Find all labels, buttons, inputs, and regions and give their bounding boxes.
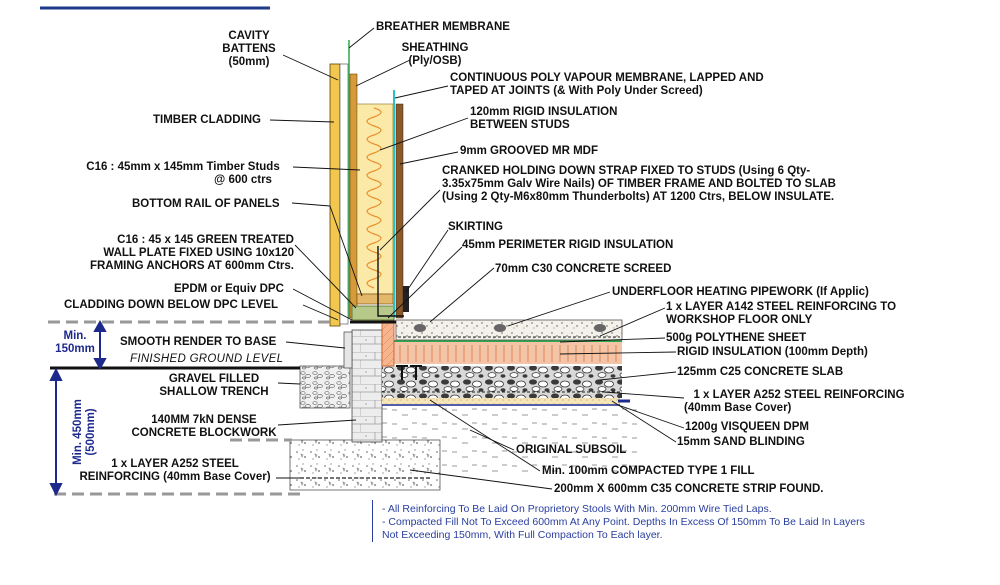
label-line: 140MM 7kN DENSE [151, 414, 257, 426]
render-base [343, 331, 353, 369]
label-line: Min. [63, 330, 87, 342]
label-a252-foundation: 1 x LAYER A252 STEEL REINFORCING (40mm B… [74, 458, 276, 484]
leader-lines [269, 27, 685, 490]
label-line: (40mm Base Cover) [684, 402, 792, 414]
ufh-pipe [594, 324, 606, 332]
label-line: @ 600 ctrs [214, 174, 272, 186]
label-line: (Using 2 Qty-M6x80mm Thunderbolts) AT 12… [442, 191, 835, 203]
label-vapour-membrane: CONTINUOUS POLY VAPOUR MEMBRANE, LAPPED … [450, 72, 764, 98]
label-line: 1 x LAYER A252 STEEL REINFORCING [693, 389, 905, 401]
label-line: FRAMING ANCHORS AT 600mm Ctrs. [89, 260, 294, 272]
label-line: CONCRETE BLOCKWORK [131, 427, 277, 439]
label-line: REINFORCING (40mm Base Cover) [79, 471, 271, 483]
type1-fill [382, 366, 622, 398]
label-finished-ground-level: FINISHED GROUND LEVEL [130, 353, 284, 365]
label-strip-foundation: 200mm X 600mm C35 CONCRETE STRIP FOUND. [554, 483, 824, 495]
concrete-screed [395, 319, 623, 341]
label-line: GRAVEL FILLED [168, 373, 260, 385]
label-bottom-rail: BOTTOM RAIL OF PANELS [132, 198, 280, 210]
label-line: CRANKED HOLDING DOWN STRAP FIXED TO STUD… [442, 165, 811, 177]
label-line: CAVITY [228, 30, 270, 42]
label-sheathing: SHEATHING (Ply/OSB) [395, 42, 475, 68]
stud-insulation [356, 103, 394, 295]
label-screed: 70mm C30 CONCRETE SCREED [495, 263, 672, 275]
dimension-450-label: Min. 450mm (500mm) [72, 384, 106, 480]
label-line: C16 : 45 x 145 GREEN TREATED [117, 234, 294, 246]
label-a252-slab: 1 x LAYER A252 STEEL REINFORCING (40mm B… [684, 389, 914, 415]
label-sand-blinding: 15mm SAND BLINDING [677, 436, 805, 448]
label-epdm-dpc: EPDM or Equiv DPC [174, 283, 284, 295]
note-line: Not Exceeding 150mm, With Full Compactio… [382, 529, 663, 541]
label-line: Min. 450mm [72, 399, 84, 465]
label-timber-cladding: TIMBER CLADDING [153, 114, 261, 126]
label-type1-fill: Min. 100mm COMPACTED TYPE 1 FILL [542, 465, 755, 477]
label-line: WALL PLATE FIXED USING 10x120 [103, 247, 294, 259]
label-polythene: 500g POLYTHENE SHEET [666, 332, 807, 344]
label-line: C16 : 45mm x 145mm Timber Studs [86, 161, 280, 173]
label-studs: C16 : 45mm x 145mm Timber Studs @ 600 ct… [72, 161, 294, 187]
note-line: - Compacted Fill Not To Exceed 600mm At … [382, 516, 865, 528]
label-blockwork: 140MM 7kN DENSE CONCRETE BLOCKWORK [130, 414, 278, 440]
label-wall-plate: C16 : 45 x 145 GREEN TREATED WALL PLATE … [70, 234, 294, 273]
holding-down-strap [377, 246, 404, 317]
strip-foundation [289, 439, 441, 491]
label-mdf: 9mm GROOVED MR MDF [460, 145, 599, 157]
label-rigid-100: RIGID INSULATION (100mm Depth) [677, 346, 868, 358]
label-line: WORKSHOP FLOOR ONLY [666, 314, 813, 326]
dimension-150-label: Min. 150mm [52, 330, 98, 356]
label-a142: 1 x LAYER A142 STEEL REINFORCING TO WORK… [666, 301, 896, 327]
ufh-pipe [414, 324, 426, 332]
note-line: - All Reinforcing To Be Laid On Propriet… [382, 503, 772, 515]
label-perimeter-insulation: 45mm PERIMETER RIGID INSULATION [462, 239, 674, 251]
label-holding-down-strap: CRANKED HOLDING DOWN STRAP FIXED TO STUD… [442, 165, 836, 204]
dimension-450 [49, 367, 63, 497]
label-line: (Ply/OSB) [408, 55, 462, 67]
perimeter-insulation [381, 317, 395, 367]
label-subsoil: ORIGINAL SUBSOIL [516, 444, 627, 456]
insulation-squiggle [366, 107, 382, 289]
wall-plate [351, 305, 395, 321]
label-line: 150mm [55, 343, 95, 355]
ufh-pipe [494, 324, 506, 332]
label-cladding-dpc: CLADDING DOWN BELOW DPC LEVEL [64, 299, 279, 311]
notes-block: - All Reinforcing To Be Laid On Propriet… [382, 503, 865, 542]
skirting [403, 286, 409, 312]
label-line: (50mm) [228, 56, 270, 68]
bottom-rail [356, 293, 394, 305]
label-line: SHEATHING [401, 42, 469, 54]
cavity-battens [339, 63, 349, 325]
label-skirting: SKIRTING [448, 221, 503, 233]
label-render: SMOOTH RENDER TO BASE [120, 336, 277, 348]
label-slab: 125mm C25 CONCRETE SLAB [677, 366, 844, 378]
label-breather-membrane: BREATHER MEMBRANE [376, 21, 510, 33]
label-visqueen: 1200g VISQUEEN DPM [685, 421, 809, 433]
label-line: 1 x LAYER A252 STEEL [111, 458, 239, 470]
label-line: 1 x LAYER A142 STEEL REINFORCING TO [666, 301, 897, 313]
sand-blinding [382, 398, 620, 404]
sheathing [349, 73, 358, 319]
label-line: SHALLOW TRENCH [159, 386, 269, 398]
label-gravel-trench: GRAVEL FILLED SHALLOW TRENCH [150, 373, 278, 399]
mdf-board [395, 103, 404, 319]
notes-rule [372, 500, 373, 542]
label-line: (500mm) [85, 408, 97, 456]
blockwork [351, 329, 383, 443]
label-line: BETWEEN STUDS [470, 119, 570, 131]
label-line: CONTINUOUS POLY VAPOUR MEMBRANE, LAPPED … [450, 72, 764, 84]
label-cavity-battens: CAVITY BATTENS (50mm) [214, 30, 284, 69]
gravel-trench [299, 365, 351, 409]
label-line: 120mm RIGID INSULATION [470, 106, 618, 118]
label-line: BATTENS [222, 43, 276, 55]
rigid-insulation-hatch [391, 345, 617, 362]
label-line: TAPED AT JOINTS (& With Poly Under Scree… [450, 85, 703, 97]
dimension-150 [93, 319, 107, 371]
label-rigid-insulation: 120mm RIGID INSULATION BETWEEN STUDS [470, 106, 617, 132]
thunderbolt-icon [396, 365, 422, 380]
label-ufh-pipework: UNDERFLOOR HEATING PIPEWORK (If Applic) [612, 286, 869, 298]
label-line: 3.35x75mm Galv Wire Nails) OF TIMBER FRA… [442, 178, 836, 190]
